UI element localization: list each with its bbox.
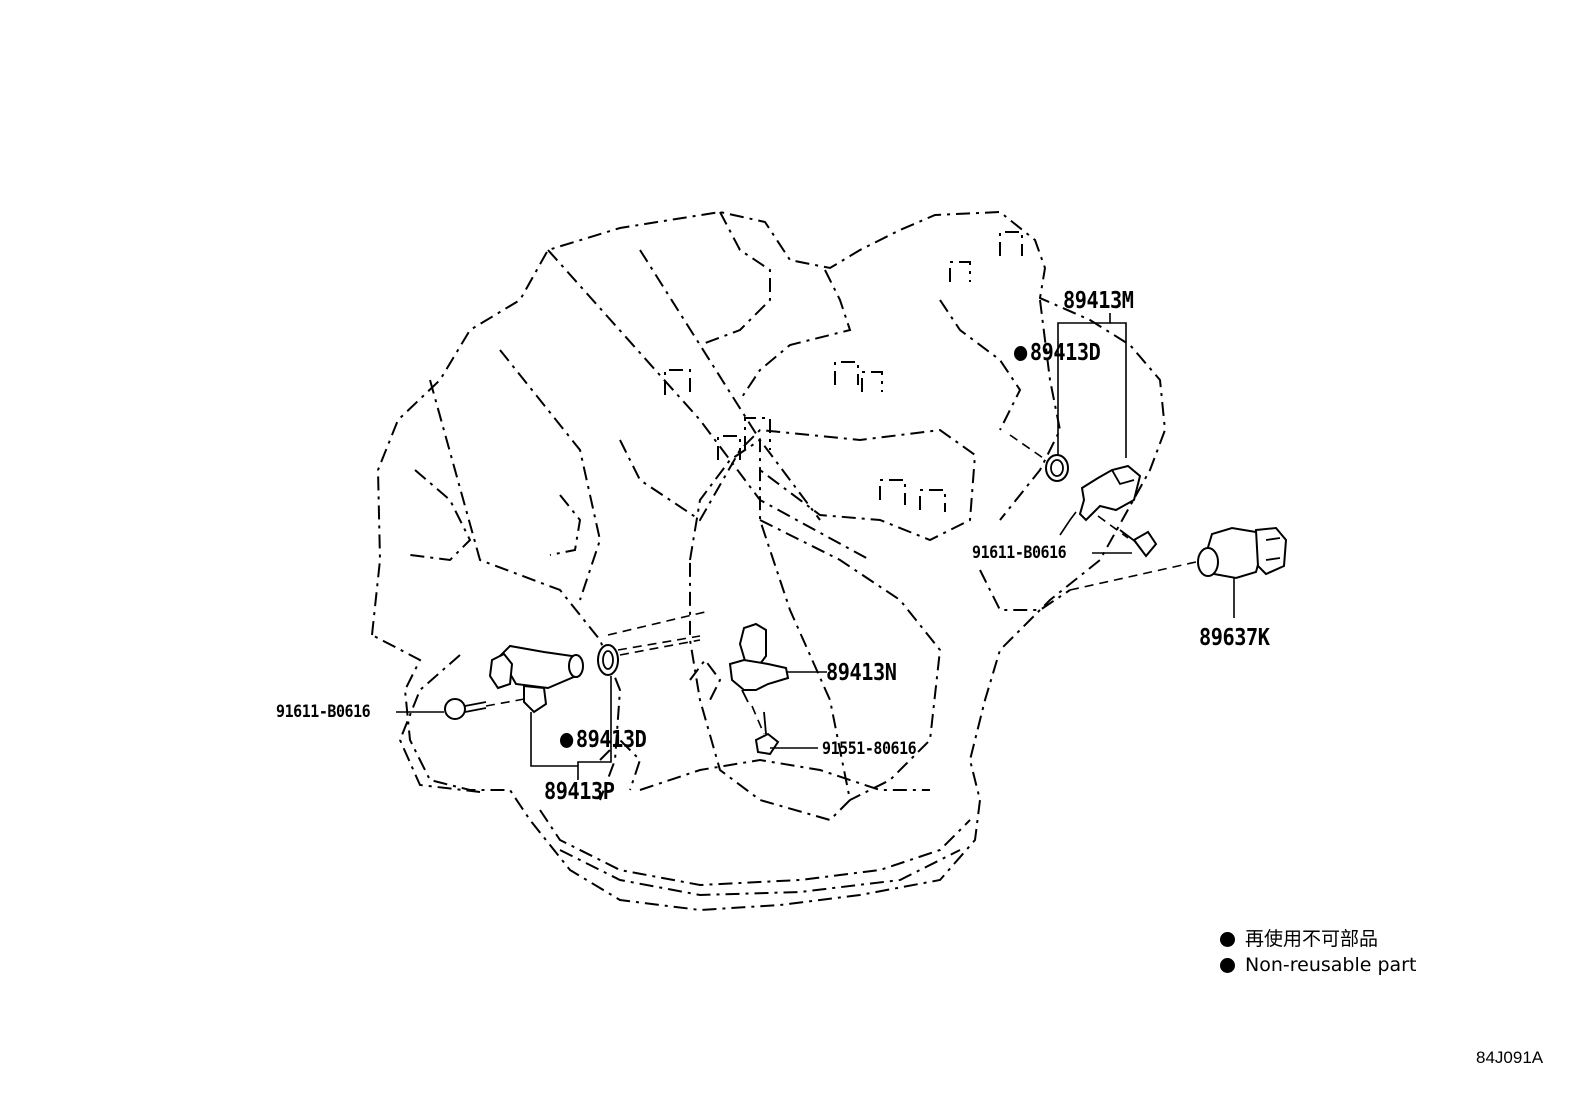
legend-item-en: Non-reusable part xyxy=(1220,952,1416,978)
legend-text-jp: 再使用不可部品 xyxy=(1245,928,1379,950)
non-reusable-marker-icon xyxy=(560,733,574,748)
transmission-housing-outline xyxy=(370,210,1167,912)
legend-text-en: Non-reusable part xyxy=(1245,954,1417,976)
part-label-91611-B0616-left[interactable]: 91611-B0616 xyxy=(276,702,371,722)
part-label-91611-B0616-right[interactable]: 91611-B0616 xyxy=(972,543,1067,563)
sensor-89637K-drawing xyxy=(1069,526,1288,591)
part-label-91551-80616[interactable]: 91551-80616 xyxy=(822,739,917,759)
leader-lines xyxy=(396,313,1235,780)
part-label-89637K[interactable]: 89637K xyxy=(1199,625,1270,651)
filled-circle-icon xyxy=(1220,931,1235,947)
part-label-89413N[interactable]: 89413N xyxy=(826,660,897,686)
non-reusable-marker-icon xyxy=(1014,346,1028,361)
part-label-89413M[interactable]: 89413M xyxy=(1063,288,1134,314)
sensor-89413M-drawing xyxy=(1009,434,1158,558)
part-label-89413D-bottom[interactable]: 89413D xyxy=(560,728,647,753)
filled-circle-icon xyxy=(1220,957,1235,973)
sensor-89413P-drawing xyxy=(444,611,706,720)
legend: 再使用不可部品 Non-reusable part xyxy=(1220,926,1416,978)
sensor-89413N-drawing xyxy=(619,622,790,756)
part-label-89413P[interactable]: 89413P xyxy=(544,779,615,805)
part-label-89413D-top[interactable]: 89413D xyxy=(1014,341,1101,366)
diagram-code: 84J091A xyxy=(1476,1048,1544,1067)
legend-item-jp: 再使用不可部品 xyxy=(1220,926,1416,952)
